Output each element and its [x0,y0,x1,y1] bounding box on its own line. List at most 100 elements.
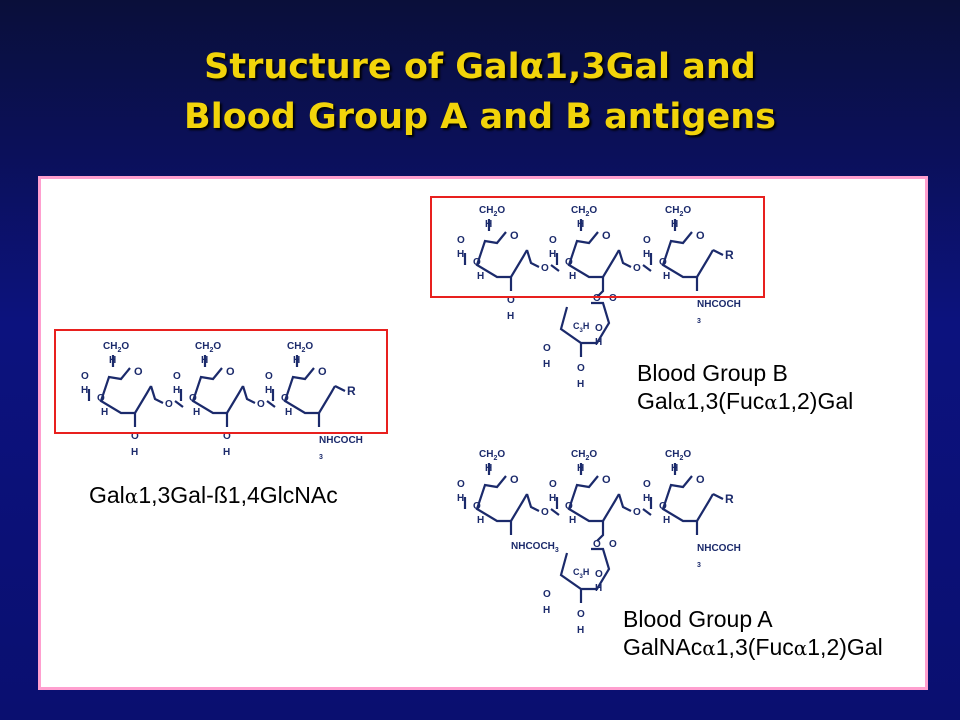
h-label: H [265,385,272,396]
c3h-label: C3H [573,321,589,334]
oh-label: O [659,257,667,268]
glycosidic-oxygen-label: O [633,507,641,518]
h-label: H [577,625,584,636]
ring-oxygen-label: O [696,230,705,242]
oh-label: O [565,257,573,268]
ring-oxygen-label: O [593,293,601,304]
oh-label: O [643,479,651,490]
oh-label: O [577,609,585,620]
r-bond [334,385,346,392]
oh-label: O [507,295,515,306]
glycosidic-oxygen-label: O [633,263,641,274]
ch2o-label: CH2O [571,449,597,462]
title-line-1: Structure of Galα1,3Gal and [204,47,756,87]
fucose-link-bond [596,521,605,542]
h-label: H [293,355,300,366]
oh-label: O [543,589,551,600]
oh-label: O [595,323,603,334]
oh-label: O [543,343,551,354]
subscript-3: 3 [319,454,323,461]
h-label: H [595,337,602,348]
blood-group-a-name: Blood Group A [623,606,773,632]
h-label: H [477,515,484,526]
nhcoch-label: NHCOCH [697,299,741,310]
h-label: H [485,219,492,230]
glycosidic-bond [266,400,276,408]
ring-bonds [661,475,714,523]
h-label: H [485,463,492,474]
glycosidic-oxygen-label: O [541,507,549,518]
ring-oxygen-label: O [510,230,519,242]
ch2o-label: CH2O [287,341,313,354]
label-blood-group-a: Blood Group A GalNAcα1,3(Fucα1,2)Gal [623,605,883,662]
slide-title: Structure of Galα1,3Gal and Blood Group … [0,42,960,142]
oh-label: O [223,431,231,442]
h-label: H [457,493,464,504]
glycosidic-bond [241,385,256,404]
label-blood-group-b: Blood Group B Galα1,3(Fucα1,2)Gal [637,359,853,416]
c3h-label: C3H [573,567,589,580]
ring-oxygen-label: O [593,539,601,550]
h-label: H [457,249,464,260]
glycosidic-oxygen-label: O [541,263,549,274]
glycosidic-bond [149,385,164,404]
h-label: H [671,219,678,230]
h-label: H [81,385,88,396]
nhcoch3-label: NHCOCH3 [511,541,559,554]
oh-label: O [81,371,89,382]
oh-label: O [549,479,557,490]
ring-bonds [475,231,528,279]
blood-group-b-formula: Galα1,3(Fucα1,2)Gal [637,388,854,414]
h-label: H [643,249,650,260]
oh-label: O [549,235,557,246]
ring-bonds [99,367,152,415]
blood-group-b-name: Blood Group B [637,360,788,386]
subscript-3: 3 [697,562,701,569]
ch2o-label: CH2O [195,341,221,354]
highlight-box-blood-group-b [430,196,765,298]
r-label: R [347,384,356,398]
h-label: H [577,219,584,230]
r-label: R [725,492,734,506]
h-label: H [223,447,230,458]
h-label: H [663,515,670,526]
glycosidic-bond [550,508,560,516]
r-label: R [725,248,734,262]
ring-bonds [191,367,244,415]
r-bond [712,249,724,256]
glycosidic-bond [617,249,632,268]
ch2o-label: CH2O [665,205,691,218]
ring-oxygen-label: O [696,474,705,486]
fucose-ring-bonds [559,547,611,591]
h-label: H [193,407,200,418]
h-label: H [285,407,292,418]
glycosidic-bond [550,264,560,272]
ring-oxygen-label: O [602,230,611,242]
oh-label: O [457,235,465,246]
h-label: H [549,249,556,260]
h-label: H [671,463,678,474]
ch2o-label: CH2O [479,205,505,218]
h-label: H [201,355,208,366]
h-label: H [507,311,514,322]
oh-label: O [97,393,105,404]
glycosidic-bond [525,249,540,268]
h-label: H [477,271,484,282]
h-label: H [549,493,556,504]
subscript-3: 3 [697,318,701,325]
oh-label: O [577,363,585,374]
oh-label: O [473,501,481,512]
nhcoch-label: NHCOCH [319,435,363,446]
glycosidic-oxygen-label: O [257,399,265,410]
h-label: H [595,583,602,594]
glycosidic-oxygen-label: O [609,539,617,550]
oh-label: O [659,501,667,512]
ch2o-label: CH2O [479,449,505,462]
ring-bonds [661,231,714,279]
ch2o-label: CH2O [665,449,691,462]
h-label: H [643,493,650,504]
h-label: H [101,407,108,418]
oh-label: O [473,257,481,268]
h-label: H [569,515,576,526]
oh-label: O [189,393,197,404]
